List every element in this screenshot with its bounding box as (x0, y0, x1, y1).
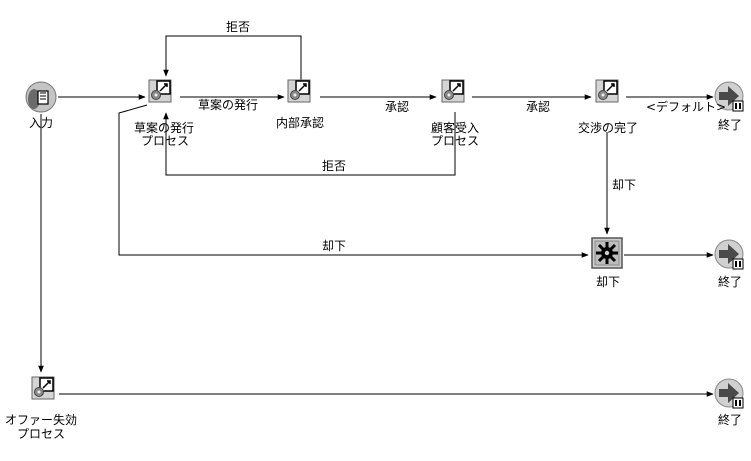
edge-label-reject-top: 拒否 (226, 20, 251, 34)
edge-label-decline-long: 却下 (322, 239, 347, 253)
edge-reject-top[interactable] (163, 35, 302, 80)
start-node-icon[interactable] (25, 81, 57, 113)
reject-node-icon[interactable] (591, 237, 623, 269)
draft-process-label-line1: 草案の発行 (134, 121, 195, 135)
end2-icon[interactable] (714, 239, 744, 270)
offer-expire-label-line1: オファー失効 (5, 413, 78, 427)
reject-node-label: 却下 (596, 275, 621, 289)
offer-expire-icon[interactable] (31, 376, 55, 400)
edge-reject-bottom[interactable] (163, 112, 456, 176)
start-label: 入力 (29, 116, 54, 130)
offer-expire-label-line2: プロセス (17, 427, 66, 441)
draft-process-icon[interactable] (148, 79, 172, 103)
customer-accept-icon[interactable] (441, 79, 465, 103)
customer-accept-label-line2: プロセス (431, 134, 480, 148)
edge-draft-to-reject[interactable] (118, 104, 589, 258)
edge-label-reject-bottom: 拒否 (322, 159, 347, 173)
internal-approval-label: 内部承認 (276, 116, 325, 130)
negotiation-complete-icon[interactable] (595, 79, 619, 103)
end1-label: 終了 (718, 118, 743, 132)
end2-label: 終了 (718, 275, 743, 289)
edge-label-approve2: 承認 (526, 100, 551, 114)
edge-label-draft-issue: 草案の発行 (198, 98, 259, 112)
internal-approval-icon[interactable] (287, 79, 311, 103)
draft-process-label-line2: プロセス (141, 134, 190, 148)
negotiation-complete-label: 交渉の完了 (578, 121, 639, 135)
end3-label: 終了 (718, 413, 743, 427)
edge-label-default: <デフォルト> (646, 100, 727, 114)
edge-label-approve1: 承認 (385, 100, 410, 114)
edge-label-decline-vertical: 却下 (612, 178, 637, 192)
end3-icon[interactable] (714, 378, 744, 409)
customer-accept-label-line1: 顧客受入 (431, 121, 480, 135)
